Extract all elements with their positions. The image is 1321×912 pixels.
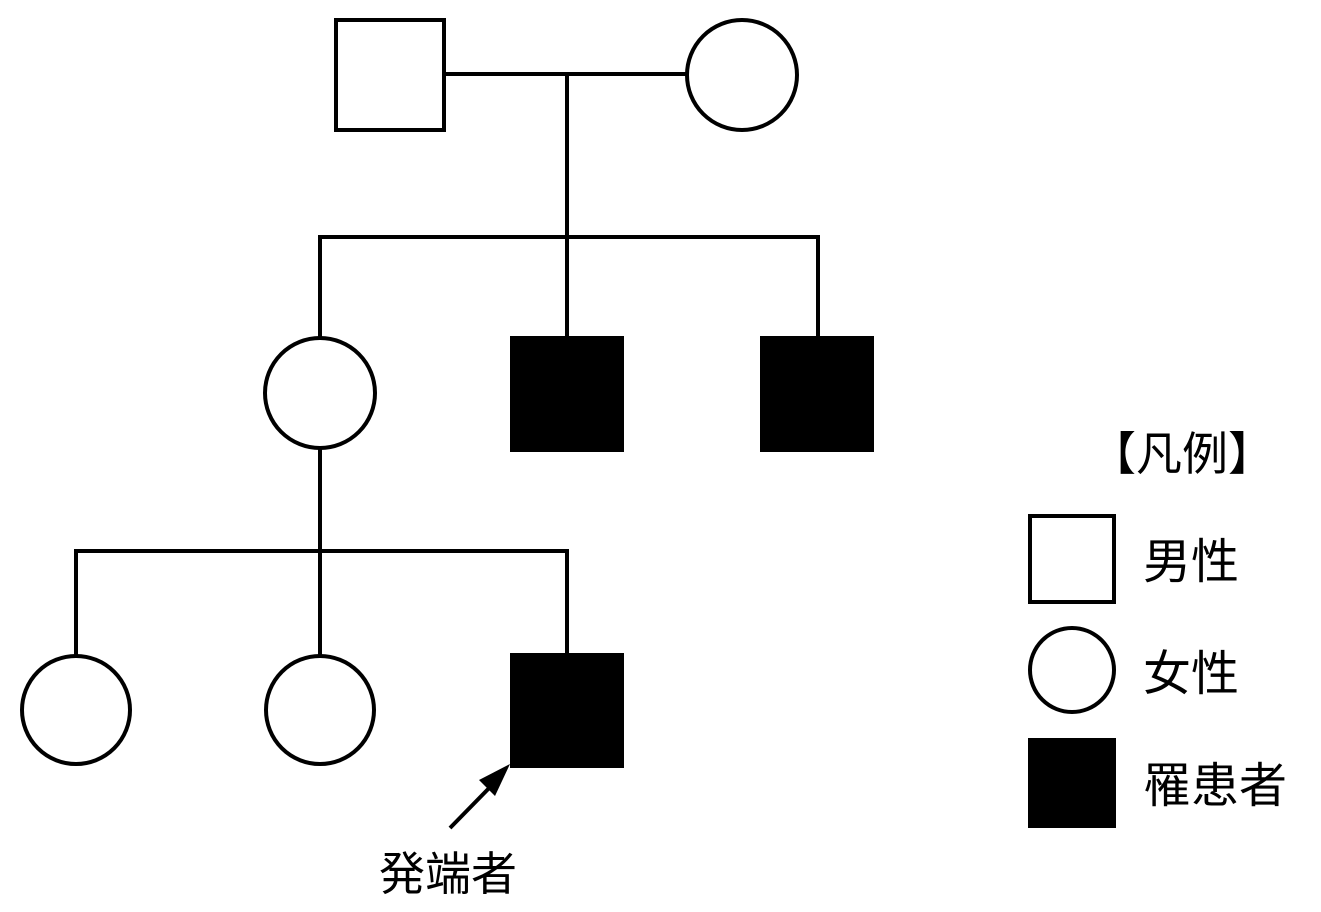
sister-1-circle [20, 654, 132, 766]
sibship-gen3 [74, 549, 569, 655]
proband-square [510, 653, 624, 768]
legend: 【凡例】 男性 女性 罹患者 [1028, 427, 1287, 828]
affected-uncle-2-square [760, 336, 874, 452]
grandmother-circle [685, 18, 799, 132]
sibship-gen2 [318, 235, 820, 338]
grandfather-square [334, 18, 446, 132]
legend-male-square-icon [1028, 514, 1116, 604]
affected-uncle-1-square [510, 336, 624, 452]
generation-1 [334, 18, 799, 237]
sister-2-circle [264, 654, 376, 766]
proband-indicator: 発端者 [379, 764, 517, 901]
legend-label-affected: 罹患者 [1143, 758, 1287, 814]
proband-label: 発端者 [379, 847, 517, 901]
generation-3 [20, 653, 624, 768]
legend-affected-square-icon [1028, 738, 1116, 828]
proband-arrow-head [479, 764, 510, 796]
legend-title: 【凡例】 [1090, 427, 1274, 481]
legend-label-male: 男性 [1143, 534, 1239, 590]
legend-female-circle-icon [1028, 626, 1116, 714]
legend-label-female: 女性 [1143, 646, 1239, 702]
mother-circle [263, 336, 377, 450]
generation-2 [263, 336, 874, 551]
